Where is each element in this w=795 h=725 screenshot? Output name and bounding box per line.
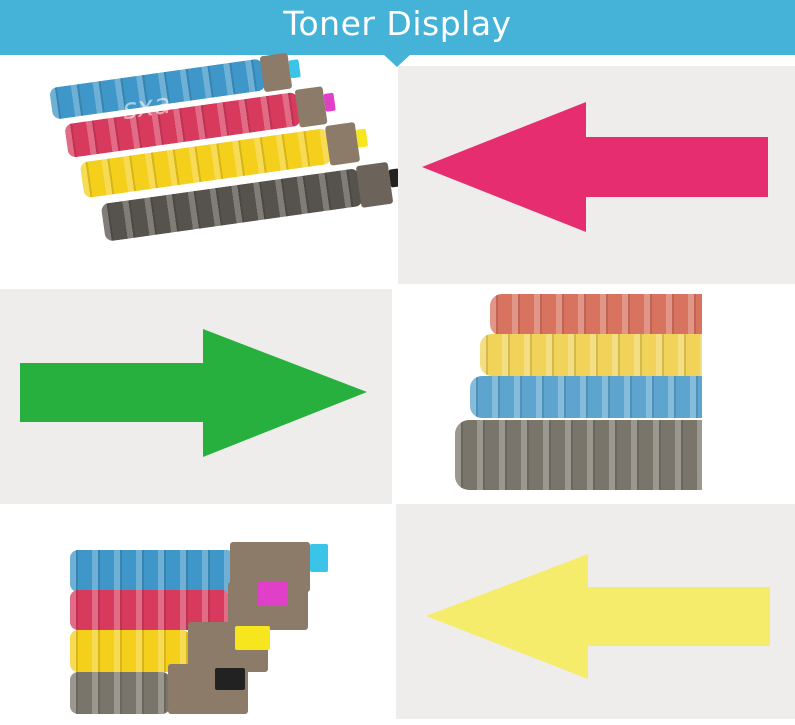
- cyan-cartridge-cap: [259, 52, 293, 93]
- cyan-toner-closeup: [470, 376, 702, 418]
- magenta-color-chip: [323, 92, 336, 112]
- page-title: Toner Display: [283, 4, 512, 43]
- magenta-color-chip-3: [258, 582, 288, 606]
- toner-photo-2: [455, 294, 702, 497]
- cyan-color-chip: [288, 59, 301, 79]
- yellow-color-chip: [355, 128, 369, 148]
- black-cartridge-cap: [355, 161, 394, 208]
- black-toner-cartridge-3: [70, 672, 170, 714]
- arrow-panel-1: [398, 66, 795, 284]
- arrow-left-icon: [426, 554, 770, 679]
- yellow-color-chip-3: [235, 626, 270, 650]
- yellow-toner-closeup: [480, 334, 702, 376]
- arrow-panel-2: [0, 289, 392, 504]
- toner-photo-1: sxa: [0, 52, 401, 284]
- cyan-toner-cartridge-3: [70, 550, 235, 592]
- magenta-cartridge-cap: [294, 86, 328, 128]
- cyan-color-chip-3: [310, 544, 328, 572]
- arrow-right-icon: [20, 329, 367, 457]
- toner-photo-3: [60, 530, 360, 725]
- banner-pointer: [383, 54, 411, 67]
- header-banner: [0, 0, 795, 55]
- watermark: sxa: [120, 86, 173, 127]
- yellow-cartridge-cap: [324, 122, 361, 166]
- arrow-panel-3: [396, 504, 795, 719]
- magenta-toner-closeup: [490, 294, 702, 336]
- black-toner-closeup: [455, 420, 702, 490]
- black-color-chip-3: [215, 668, 245, 690]
- arrow-left-icon: [422, 102, 768, 232]
